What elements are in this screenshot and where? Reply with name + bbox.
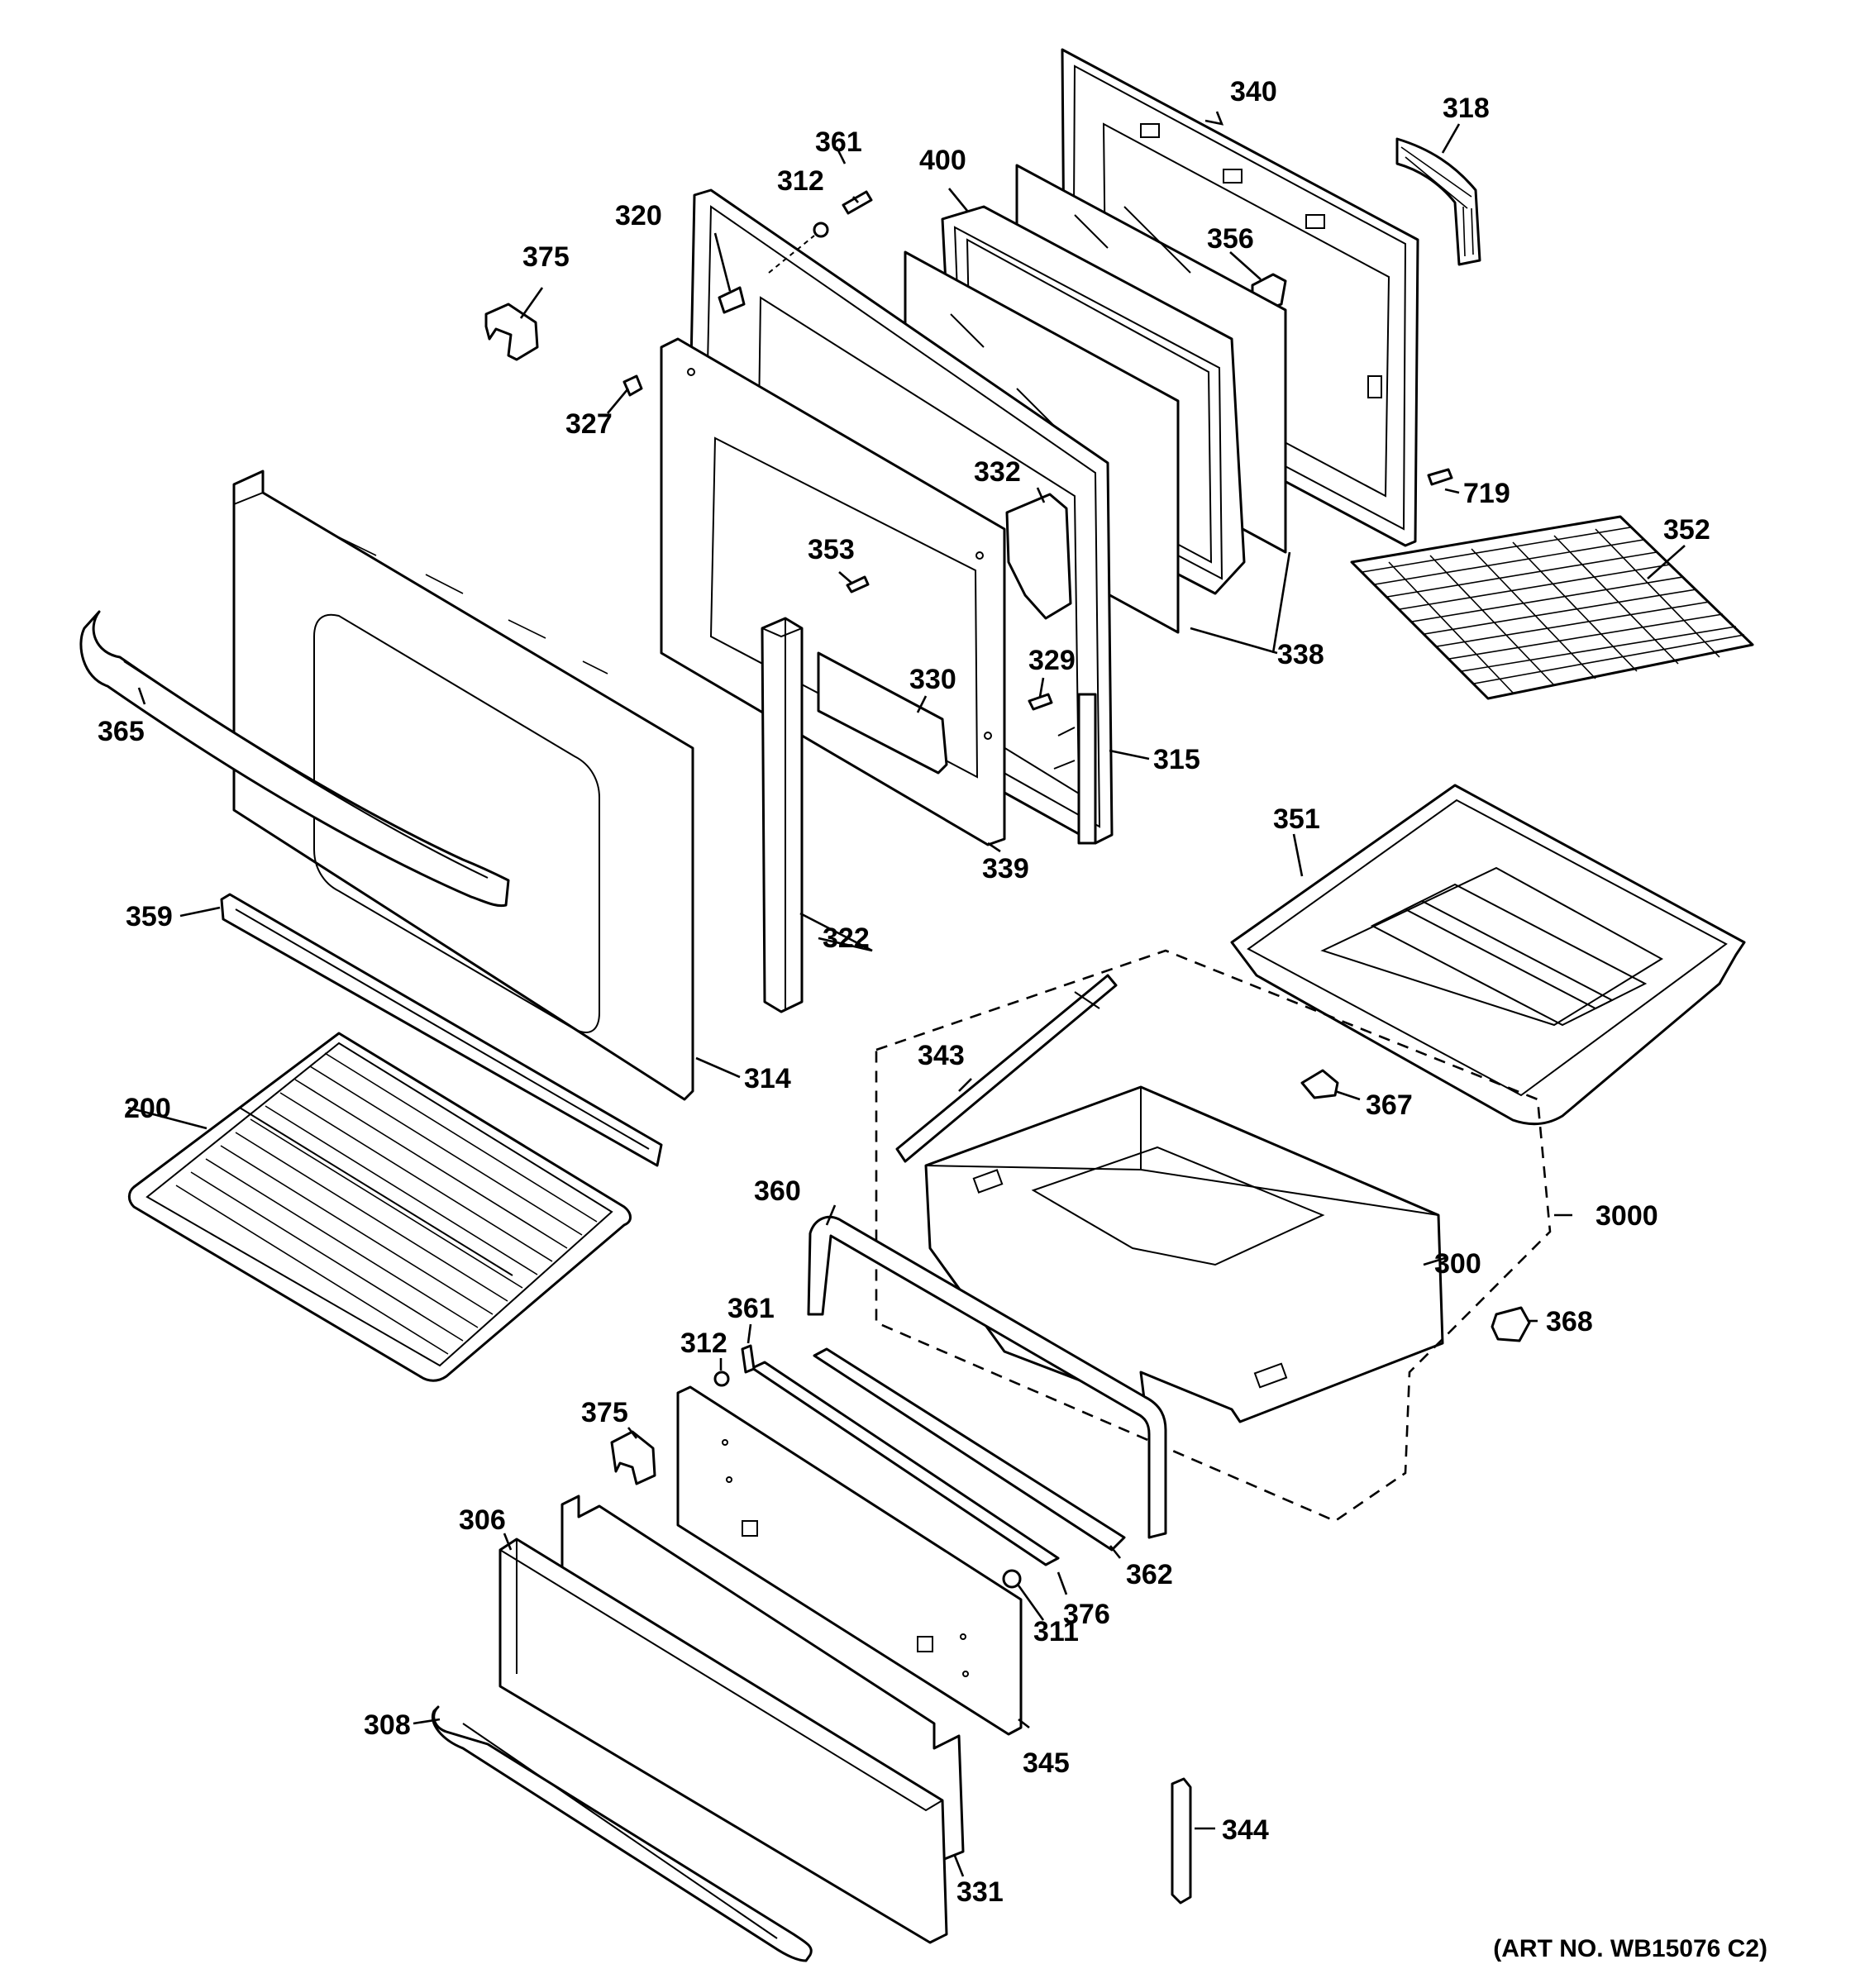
part-330-vent — [817, 651, 948, 775]
callout-361-top: 361 — [815, 126, 862, 158]
part-306-drawer-front — [498, 1537, 948, 1944]
part-311-bumper — [1002, 1569, 1022, 1589]
part-327-clip — [622, 374, 643, 397]
callout-314: 314 — [744, 1063, 791, 1094]
callout-320: 320 — [615, 200, 662, 231]
part-362-drawer-rail — [813, 1347, 1126, 1552]
part-332-insulation — [1005, 493, 1072, 620]
callout-345: 345 — [1023, 1747, 1070, 1779]
callout-339: 339 — [982, 853, 1029, 884]
callout-329: 329 — [1028, 645, 1076, 676]
part-300-drawer — [924, 1085, 1444, 1423]
callout-361-bottom: 361 — [727, 1293, 775, 1324]
art-number-label: (ART NO. WB15076 C2) — [1493, 1935, 1767, 1962]
callout-308: 308 — [364, 1709, 411, 1741]
part-367-bracket — [1300, 1069, 1339, 1099]
part-343-slide — [895, 974, 1118, 1163]
callout-315: 315 — [1153, 744, 1200, 775]
callout-200: 200 — [124, 1093, 171, 1124]
callout-362: 362 — [1126, 1559, 1173, 1590]
part-312-washer-bottom — [713, 1371, 730, 1387]
callout-343: 343 — [918, 1040, 965, 1071]
callout-356: 356 — [1207, 223, 1254, 255]
part-329-screw — [1028, 693, 1053, 711]
callout-312-bottom: 312 — [680, 1328, 727, 1359]
callout-labels: 340 318 356 361 312 400 320 375 327 719 … — [98, 76, 1710, 1908]
part-200-oven-rack — [127, 1032, 632, 1382]
callout-312-top: 312 — [777, 165, 824, 197]
callout-400: 400 — [919, 145, 966, 176]
callout-327: 327 — [565, 408, 613, 440]
callout-311: 311 — [1033, 1616, 1079, 1647]
part-345-inner-drawer-front — [676, 1385, 1023, 1736]
callout-330: 330 — [909, 664, 956, 695]
callout-318: 318 — [1443, 93, 1490, 124]
callout-719: 719 — [1463, 478, 1510, 509]
part-375-bracket-top — [484, 303, 539, 361]
part-359-trim — [220, 893, 663, 1167]
part-3000-drawer-assembly-outline — [875, 949, 1552, 1523]
callout-344: 344 — [1222, 1814, 1269, 1846]
part-376-slide-bracket — [751, 1361, 1060, 1566]
part-375-bracket-bottom — [610, 1430, 656, 1485]
leader-lines — [127, 111, 1686, 1877]
callout-365: 365 — [98, 716, 145, 747]
part-368-leveling-leg — [1491, 1306, 1531, 1342]
callout-359: 359 — [126, 901, 173, 932]
callout-306: 306 — [459, 1504, 506, 1536]
part-344-drawer-slide — [1171, 1777, 1192, 1905]
callout-338: 338 — [1277, 639, 1324, 670]
callout-376: 376 — [1063, 1599, 1110, 1630]
callout-3000: 3000 — [1596, 1200, 1658, 1232]
part-318-gasket — [1395, 137, 1481, 266]
callout-340: 340 — [1230, 76, 1277, 107]
part-719-screw — [1427, 468, 1453, 486]
callout-360: 360 — [754, 1175, 801, 1207]
callout-322: 322 — [823, 922, 870, 954]
part-360-drawer-gasket — [807, 1215, 1167, 1539]
part-320-hinge-part — [718, 286, 746, 314]
part-322-channel — [761, 617, 804, 1013]
callout-351: 351 — [1273, 803, 1320, 835]
part-352-broil-rack — [1350, 515, 1754, 700]
part-353-screw — [846, 575, 870, 594]
callout-375-top: 375 — [522, 241, 570, 273]
part-351-broil-pan — [1230, 784, 1746, 1126]
callout-331: 331 — [956, 1876, 1004, 1908]
callout-353: 353 — [808, 534, 855, 565]
callout-332: 332 — [974, 456, 1021, 488]
callout-352: 352 — [1663, 514, 1710, 546]
part-312-washer-top — [813, 222, 829, 238]
callout-368: 368 — [1546, 1306, 1593, 1337]
part-361-screw-bottom — [741, 1344, 756, 1374]
callout-300: 300 — [1434, 1248, 1481, 1280]
part-314-outer-door — [232, 470, 694, 1101]
callout-375-bottom: 375 — [581, 1397, 628, 1428]
callout-367: 367 — [1366, 1089, 1413, 1121]
